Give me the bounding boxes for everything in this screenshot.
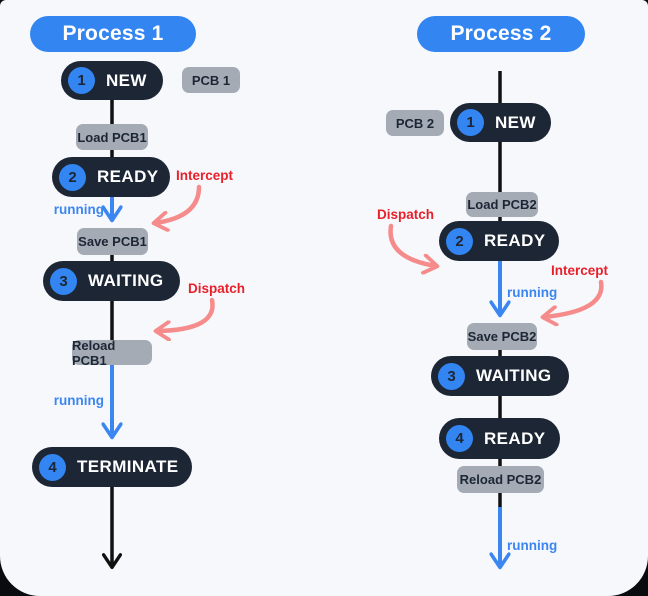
p2-state-new-label: NEW — [495, 112, 536, 132]
p1-save-pcb-badge: Save PCB1 — [77, 228, 148, 255]
p2-state-new: 1 NEW — [450, 103, 551, 142]
p2-pcb-badge: PCB 2 — [386, 110, 444, 136]
p2-state-ready4-label: READY — [484, 428, 546, 448]
p2-state-ready: 2 READY — [439, 221, 559, 261]
p1-dispatch-arrow — [157, 297, 215, 331]
p1-pcb-badge: PCB 1 — [182, 67, 240, 93]
process2-header: Process 2 — [417, 16, 585, 52]
p1-state-ready: 2 READY — [52, 157, 170, 197]
p1-state-ready-number: 2 — [59, 163, 86, 191]
p1-state-waiting-label: WAITING — [88, 271, 164, 290]
p1-state-waiting-number: 3 — [50, 267, 77, 295]
p1-state-waiting: 3 WAITING — [43, 261, 180, 301]
p2-state-waiting-number: 3 — [438, 362, 465, 390]
p2-reload-pcb-badge: Reload PCB2 — [457, 466, 544, 493]
p2-running-label-b: running — [507, 538, 558, 553]
p1-state-ready-label: READY — [97, 167, 159, 186]
p1-state-terminate-number: 4 — [39, 453, 66, 481]
p2-state-ready-number: 2 — [446, 227, 473, 255]
p2-state-new-number: 1 — [457, 109, 484, 136]
p2-state-ready4-number: 4 — [446, 425, 473, 452]
p2-intercept-label: Intercept — [551, 263, 609, 278]
p2-load-pcb-badge: Load PCB2 — [466, 192, 538, 217]
p2-state-waiting-label: WAITING — [476, 366, 552, 385]
p1-load-pcb-badge: Load PCB1 — [76, 124, 148, 150]
p2-state-waiting: 3 WAITING — [431, 356, 569, 396]
p1-running-label-a: running — [53, 202, 104, 217]
p1-reload-pcb-badge: Reload PCB1 — [72, 338, 152, 368]
p2-intercept-arrow — [544, 279, 604, 317]
p1-state-terminate: 4 TERMINATE — [32, 447, 192, 487]
p1-intercept-arrow — [155, 184, 202, 223]
p1-state-new-label: NEW — [106, 70, 147, 90]
p1-running-label-b: running — [53, 393, 104, 408]
p2-state-ready4: 4 READY — [439, 418, 560, 459]
p2-save-pcb-badge: Save PCB2 — [467, 323, 537, 350]
p1-intercept-label: Intercept — [176, 168, 234, 183]
p1-dispatch-label: Dispatch — [188, 281, 246, 296]
p2-running-label-a: running — [507, 285, 558, 300]
p2-state-ready-label: READY — [484, 231, 546, 250]
p2-dispatch-label: Dispatch — [377, 207, 435, 222]
p1-state-terminate-label: TERMINATE — [77, 457, 179, 476]
p1-state-new: 1 NEW — [61, 61, 163, 100]
p1-state-new-number: 1 — [68, 67, 95, 94]
process1-header: Process 1 — [30, 16, 196, 52]
p2-dispatch-arrow — [388, 223, 436, 266]
